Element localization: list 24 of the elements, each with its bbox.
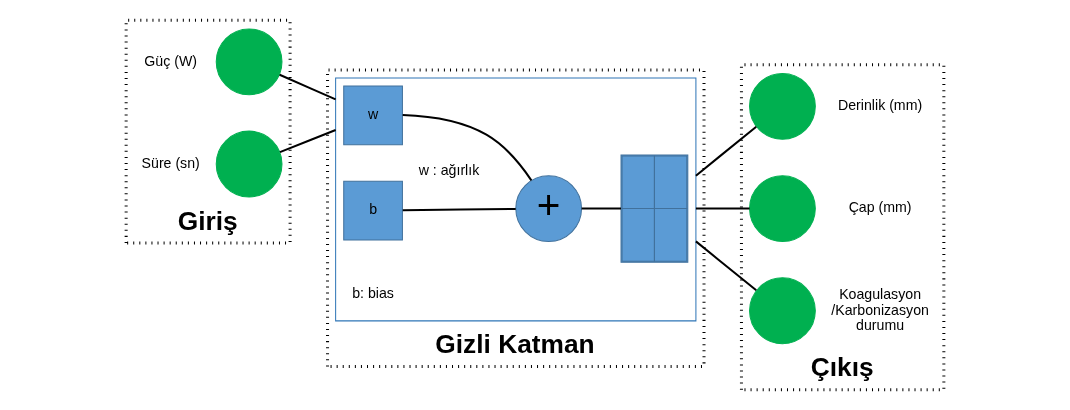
connector: [581, 207, 621, 210]
connector: [279, 129, 336, 154]
node-circle: +: [515, 175, 583, 242]
connector: [279, 73, 337, 101]
cluster: [335, 77, 697, 322]
node-circle: [215, 130, 283, 198]
node-label: Güç (W): [144, 52, 198, 69]
node-circle: [749, 175, 816, 242]
node-circle: [215, 28, 283, 96]
node-label: Çap (mm): [848, 199, 912, 216]
node-label: Süre (sn): [141, 154, 200, 171]
connector: [695, 207, 750, 210]
node-label: Koagulasyon /Karbonizasyon durumu: [831, 286, 929, 333]
connector: [402, 207, 516, 212]
connector: [402, 113, 533, 181]
connector: [695, 125, 757, 177]
label: w : ağırlık: [418, 161, 480, 178]
node-circle: [749, 72, 816, 140]
node-label: Derinlik (mm): [838, 97, 923, 114]
node-circle: [749, 277, 816, 345]
node-box: b: [343, 180, 403, 241]
connector: [695, 240, 757, 292]
label: b: bias: [352, 285, 394, 302]
node-box: w: [343, 85, 403, 146]
